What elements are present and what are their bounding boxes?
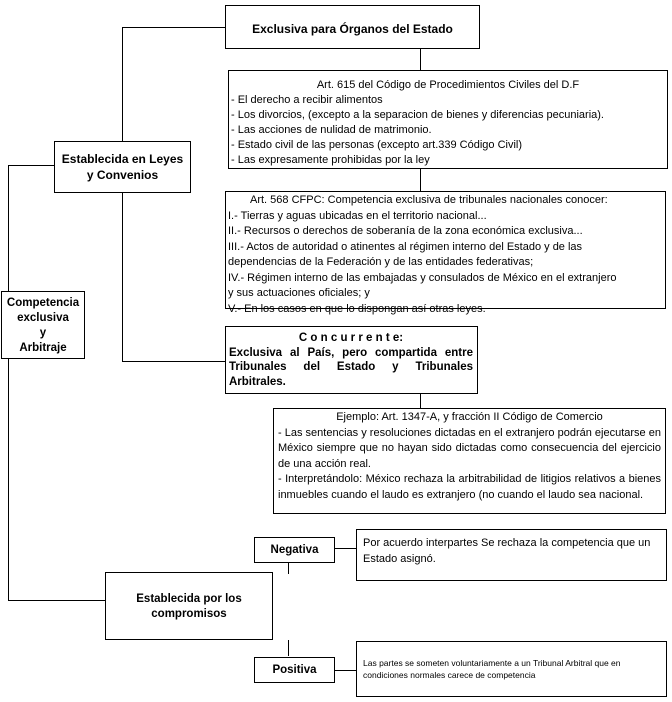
connector-leyes-trunk (122, 27, 123, 362)
ejemplo-item: - Las sentencias y resoluciones dictadas… (278, 426, 661, 470)
compromisos-line-1: Establecida por los (136, 593, 242, 605)
compromisos-line-2: compromisos (151, 608, 227, 620)
connector-estado-art615 (420, 48, 421, 70)
art568-item: V.- En los casos en que lo dispongan así… (228, 302, 486, 315)
leyes-line-1: Establecida en Leyes (61, 152, 184, 166)
connector-leyes-estado (122, 27, 225, 28)
connector-compromisos-trunk-bottom (288, 640, 289, 656)
connector-negativa-text (335, 548, 356, 549)
positiva-label-box: Positiva (254, 657, 335, 683)
art568-item: IV.- Régimen interno de las embajadas y … (228, 271, 617, 284)
art615-title: Art. 615 del Código de Procedimientos Ci… (316, 79, 580, 91)
root-line-2: exclusiva (17, 312, 69, 324)
estado-title: Exclusiva para Órganos del Estado (252, 22, 453, 36)
connector-root-trunk (8, 165, 9, 601)
art615-item: - El derecho a recibir alimentos (231, 94, 383, 106)
compromisos-box: Establecida por los compromisos (105, 572, 273, 640)
negativa-text-box: Por acuerdo interpartes Se rechaza la co… (356, 529, 667, 581)
art615-item: - Los divorcios, (excepto a la separacio… (231, 109, 604, 121)
positiva-text-box: Las partes se someten voluntariamente a … (356, 641, 667, 697)
positiva-label: Positiva (272, 664, 317, 676)
estado-box: Exclusiva para Órganos del Estado (225, 5, 480, 49)
art615-item: - Estado civil de las personas (excepto … (231, 139, 523, 151)
art568-box: Art. 568 CFPC: Competencia exclusiva de … (225, 191, 666, 315)
art615-item: - Las acciones de nulidad de matrimonio. (231, 124, 432, 136)
negativa-label-box: Negativa (254, 537, 335, 563)
connector-positiva-text (335, 670, 356, 671)
negativa-label: Negativa (270, 544, 319, 556)
ejemplo-title: Ejemplo: Art. 1347-A, y fracción II Códi… (336, 411, 603, 423)
ejemplo-box: Ejemplo: Art. 1347-A, y fracción II Códi… (273, 408, 666, 514)
art568-item: I.- Tierras y aguas ubicadas en el terri… (228, 209, 487, 222)
connector-leyes-concurrente (122, 361, 225, 362)
connector-root-leyes (8, 165, 54, 166)
ejemplo-item: - Interpretándolo: México rechaza la arb… (278, 473, 661, 501)
root-line-3: y (39, 327, 47, 339)
leyes-line-2: y Convenios (86, 168, 159, 182)
root-line-1: Competencia (6, 297, 80, 309)
art568-item: dependencias de la Federación y de las e… (228, 256, 534, 268)
art615-box: Art. 615 del Código de Procedimientos Ci… (228, 70, 668, 169)
art568-item: y sus actuaciones oficiales; y (228, 287, 370, 299)
leyes-convenios-box: Establecida en Leyes y Convenios (54, 141, 191, 193)
connector-root-compromisos (8, 600, 105, 601)
root-line-4: Arbitraje (19, 342, 67, 354)
positiva-text: Las partes se someten voluntariamente a … (363, 658, 621, 680)
art568-item: II.- Recursos o derechos de soberanía de… (228, 225, 583, 237)
connector-concurrente-ejemplo (420, 380, 421, 408)
concurrente-title: C o n c u r r e n t e: (298, 332, 404, 344)
negativa-text: Por acuerdo interpartes Se rechaza la co… (363, 537, 651, 565)
art568-item: III.- Actos de autoridad o atinentes al … (228, 240, 583, 253)
root-competencia-box: Competencia exclusiva y Arbitraje (1, 291, 85, 359)
art568-title: Art. 568 CFPC: Competencia exclusiva de … (250, 194, 608, 206)
art615-item: - Las expresamente prohibidas por la ley (231, 154, 430, 166)
concurrente-text: Exclusiva al País, pero compartida entre… (229, 346, 473, 388)
connector-art615-art568 (420, 169, 421, 191)
concurrente-box: C o n c u r r e n t e: Exclusiva al País… (225, 326, 478, 394)
